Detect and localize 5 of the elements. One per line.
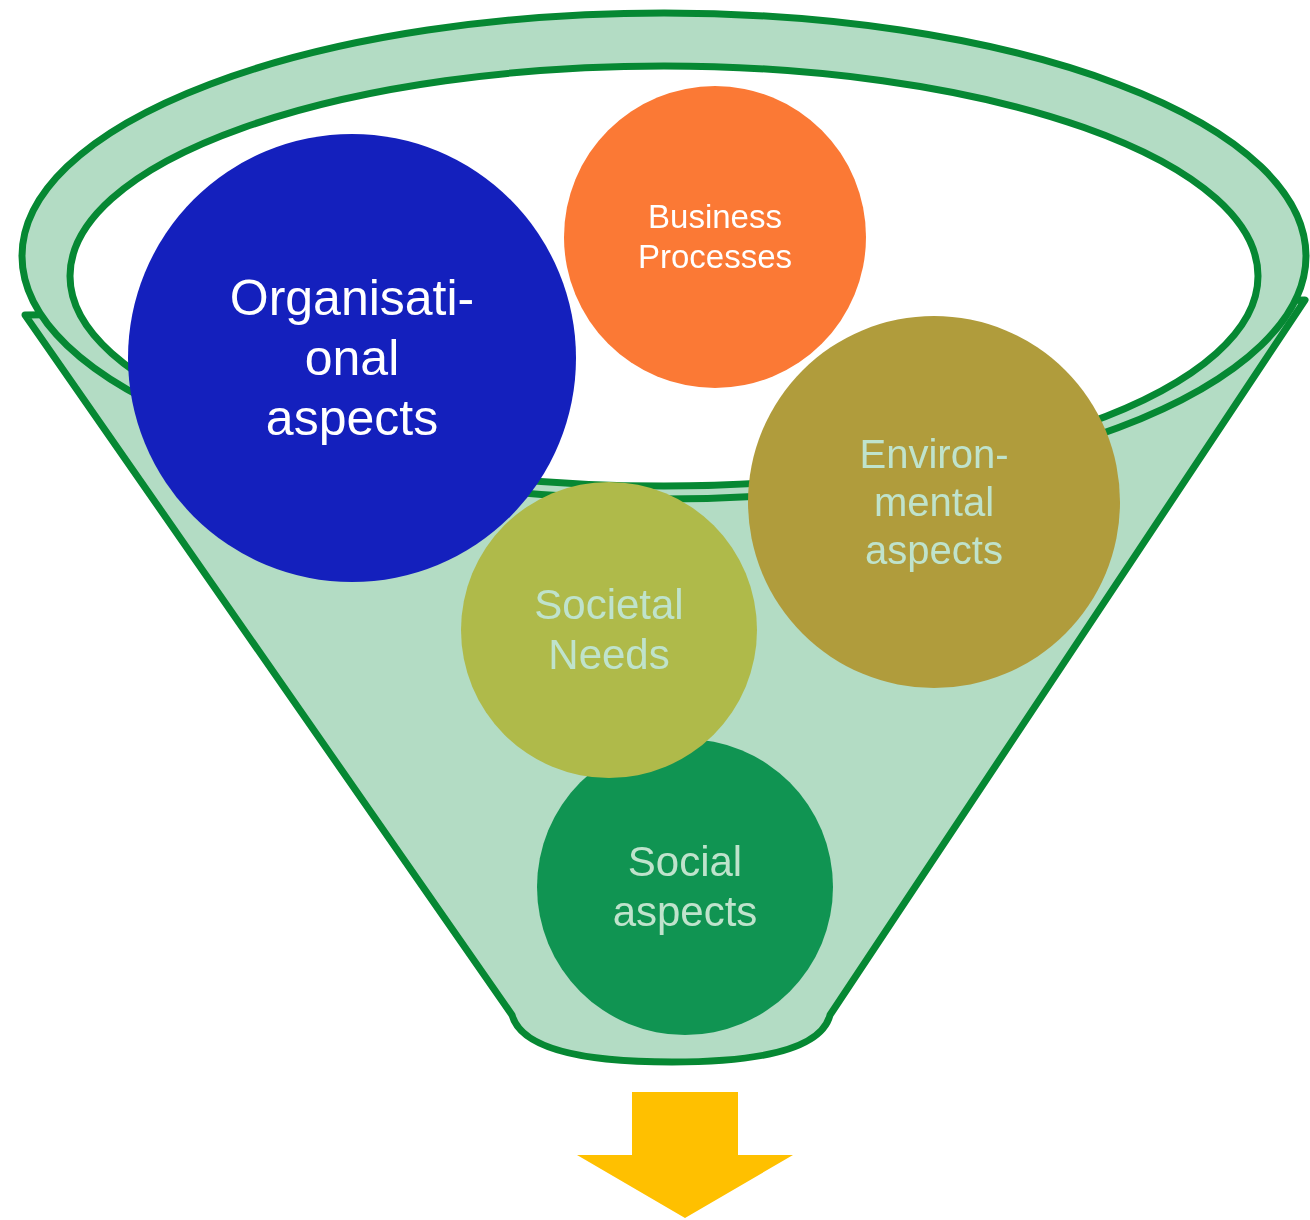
circle-label: Business Processes [636, 197, 794, 277]
circle-label: Organisati-onal aspects [228, 269, 476, 448]
circle-label: Social aspects [611, 836, 759, 937]
circle-label: Environ-mental aspects [858, 431, 1010, 574]
circle-label: Societal Needs [533, 579, 685, 680]
